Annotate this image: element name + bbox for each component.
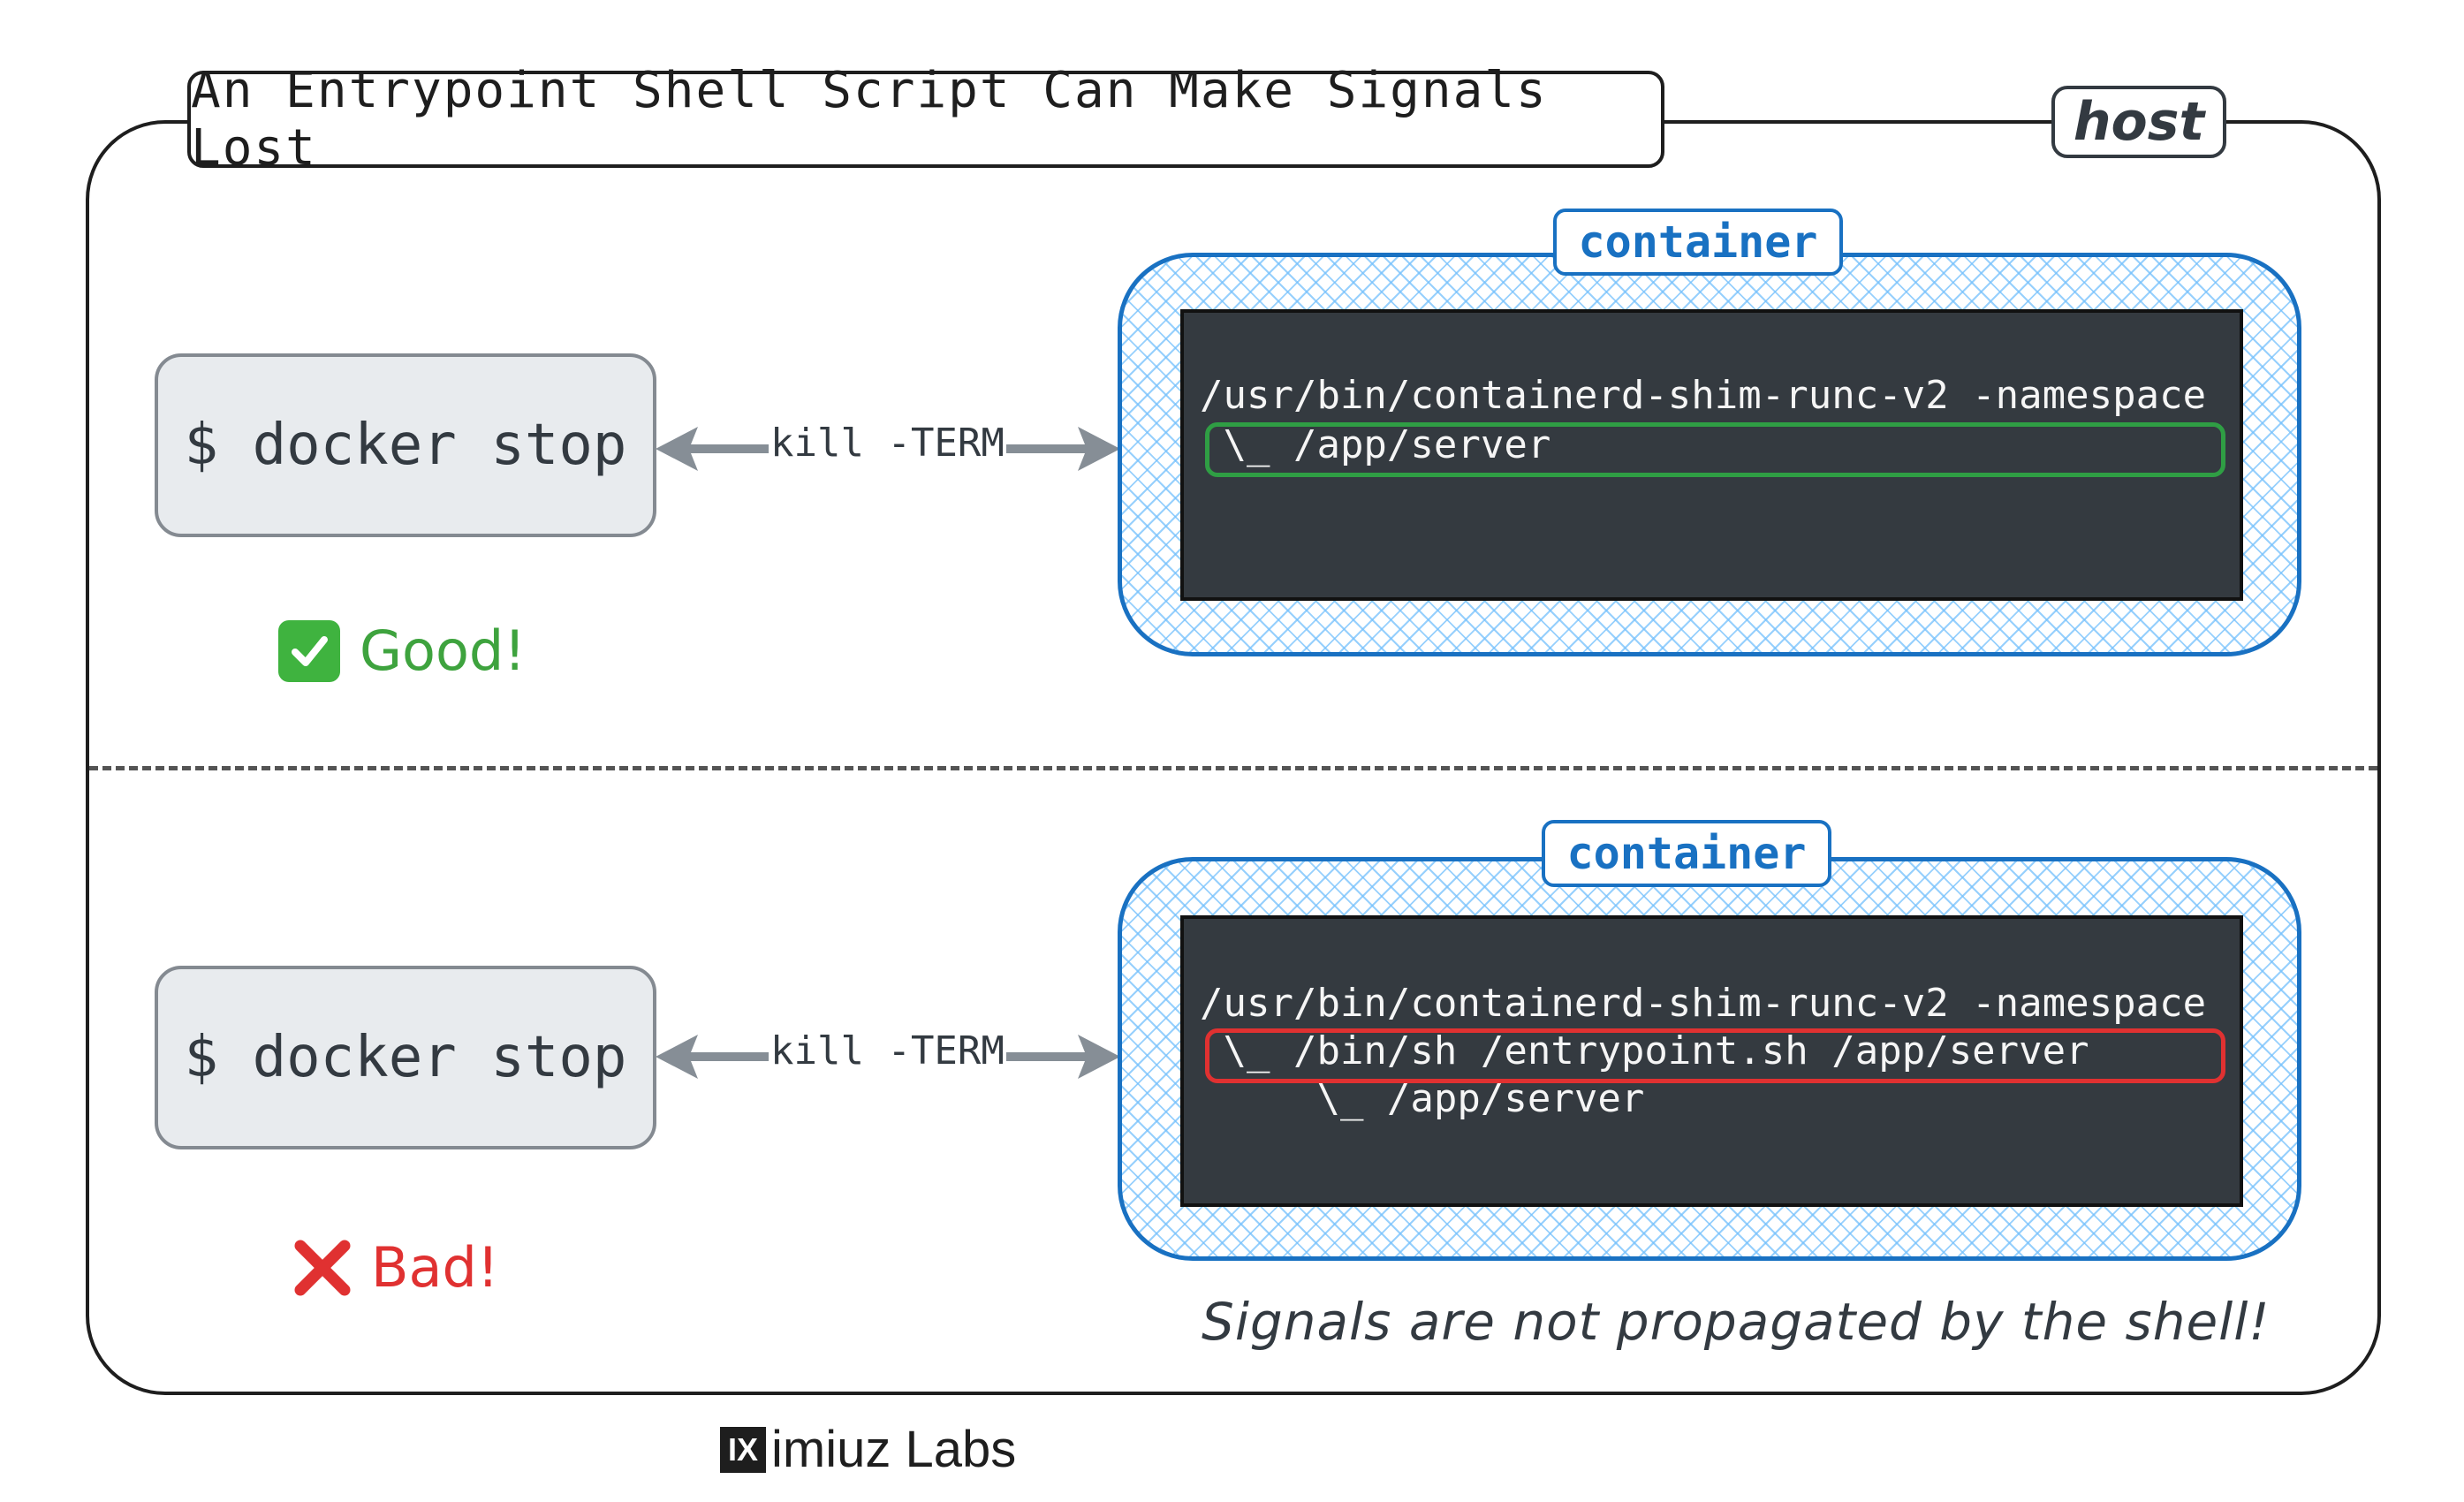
signal-label-bad: kill -TERM (769, 1028, 1006, 1073)
brand: IX imiuz Labs (720, 1420, 1016, 1479)
process-line: /usr/bin/containerd-shim-runc-v2 -namesp… (1200, 373, 2207, 418)
brand-name: imiuz Labs (771, 1421, 1017, 1478)
signal-note: Signals are not propagated by the shell! (1202, 1292, 2271, 1352)
arrow-head-right-icon (1078, 427, 1120, 471)
host-label: host (2051, 86, 2226, 158)
process-line: \_ /app/server (1200, 422, 1551, 467)
diagram-title: An Entrypoint Shell Script Can Make Sign… (187, 62, 1664, 177)
docker-stop-command-bad: $ docker stop (155, 966, 656, 1149)
brand-logo-icon: IX (720, 1426, 766, 1473)
arrow-head-left-icon (656, 1035, 698, 1079)
process-line: \_ /bin/sh /entrypoint.sh /app/server (1200, 1028, 2089, 1073)
highlight-shell-process (1205, 1028, 2225, 1083)
signal-label-good: kill -TERM (769, 421, 1006, 466)
process-terminal-good (1180, 309, 2243, 601)
process-line: /usr/bin/containerd-shim-runc-v2 -namesp… (1200, 981, 2207, 1026)
arrow-head-right-icon (1078, 1035, 1120, 1079)
docker-stop-command-good: $ docker stop (155, 353, 656, 537)
status-good: Good! (278, 618, 526, 683)
container-label-good: container (1553, 209, 1843, 276)
arrow-head-left-icon (656, 427, 698, 471)
process-line: \_ /app/server (1200, 1076, 1645, 1121)
container-label-bad: container (1542, 820, 1831, 887)
cross-mark-icon (294, 1240, 351, 1295)
status-good-text: Good! (360, 618, 527, 683)
status-bad: Bad! (292, 1235, 499, 1300)
status-bad-text: Bad! (371, 1235, 499, 1300)
process-terminal-bad (1180, 915, 2243, 1207)
scenario-divider (89, 766, 2377, 770)
check-mark-icon (278, 619, 340, 682)
highlight-server-process (1205, 422, 2225, 477)
